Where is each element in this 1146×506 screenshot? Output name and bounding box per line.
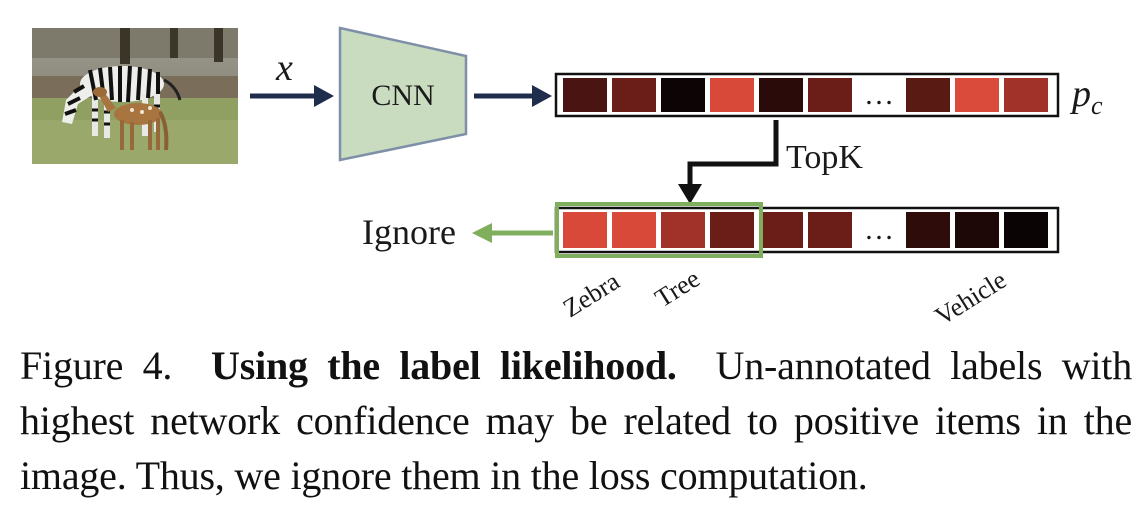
- input-image: [32, 28, 238, 164]
- probability-cell-8: [955, 78, 999, 112]
- deer-figure: [93, 87, 169, 151]
- topk-connector-arrow: [687, 120, 779, 186]
- sorted-cell-6: [808, 212, 852, 248]
- probability-cell-6: [808, 78, 852, 112]
- label-likelihood-diagram: x CNN … pc TopK … Ignore Zebra Tree Vehi…: [32, 26, 1103, 330]
- probability-cell-4: [710, 78, 754, 112]
- probability-cell-5: [759, 78, 803, 112]
- sorted-cell-4: [710, 212, 754, 248]
- topk-arrowhead: [678, 184, 702, 204]
- probability-cell-9: [1004, 78, 1048, 112]
- input-arrowhead: [314, 85, 334, 107]
- cnn-label: CNN: [371, 79, 434, 112]
- output-probability-label: pc: [1069, 73, 1103, 120]
- topk-label: TopK: [786, 139, 863, 176]
- figure-number: Figure 4.: [20, 343, 173, 388]
- caption-title: Using the label likelihood.: [211, 343, 677, 388]
- probability-cell-3: [661, 78, 705, 112]
- sorted-cell-1: [563, 212, 607, 248]
- class-label-vehicle: Vehicle: [930, 265, 1011, 330]
- ignore-label: Ignore: [362, 212, 456, 252]
- figure-caption: Figure 4. Using the label likelihood. Un…: [20, 338, 1132, 503]
- sorted-cell-7: [906, 212, 950, 248]
- probability-cell-1: [563, 78, 607, 112]
- probability-ellipsis: …: [864, 78, 894, 111]
- sorted-cell-8: [955, 212, 999, 248]
- caption-body: Un-annotated labels with highest network…: [20, 343, 1133, 498]
- ignore-arrowhead: [472, 223, 492, 243]
- probability-cell-7: [906, 78, 950, 112]
- sorted-cell-2: [612, 212, 656, 248]
- sorted-vector-cells: [563, 212, 1048, 248]
- class-label-tree: Tree: [650, 264, 705, 313]
- sorted-ellipsis: …: [864, 213, 894, 246]
- sorted-cell-9: [1004, 212, 1048, 248]
- cnn-output-arrowhead: [532, 85, 552, 107]
- probability-vector-cells: [563, 78, 1048, 112]
- sorted-cell-3: [661, 212, 705, 248]
- input-variable-label: x: [275, 47, 293, 89]
- cnn-block: [338, 26, 468, 162]
- topk-ignore-box: [555, 202, 763, 258]
- probability-cell-2: [612, 78, 656, 112]
- class-label-zebra: Zebra: [558, 266, 625, 323]
- sorted-cell-5: [759, 212, 803, 248]
